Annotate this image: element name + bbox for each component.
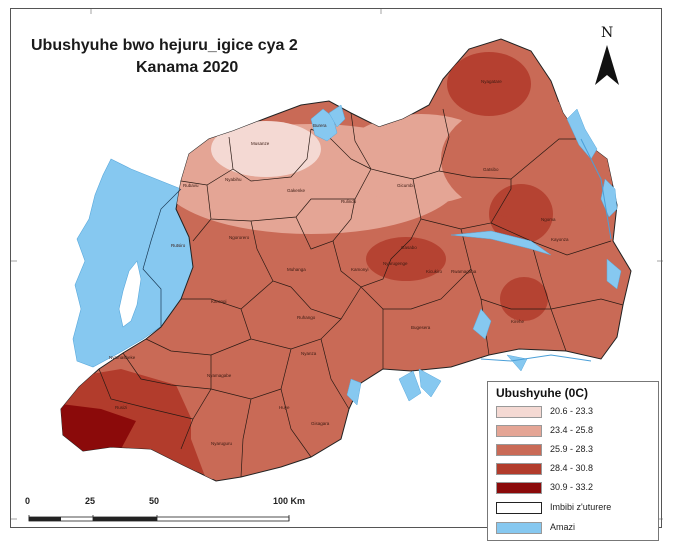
legend-swatch [496,502,542,514]
map-frame: Nyagatare Gatsibo Musanze Burera Nyabihu… [10,8,663,541]
label-rwamagana: Rwamagana [451,269,477,274]
scale-label-25: 25 [85,496,96,506]
lake-shoreline [142,188,182,327]
label-karongi: Karongi [211,299,227,304]
legend-label: 23.4 - 25.8 [550,425,594,435]
label-gicumbi: Gicumbi [397,183,414,188]
legend-item: 20.6 - 23.3 [496,404,656,422]
label-rulindo: Rulindo [341,199,357,204]
legend-swatch [496,522,542,534]
label-gasabo: Gasabo [401,245,417,250]
label-gakenke: Gakenke [287,188,306,193]
label-nyagatare: Nyagatare [481,79,502,84]
label-kamonyi: Kamonyi [351,267,369,272]
legend-label: 25.9 - 28.3 [550,444,594,454]
label-nyanza: Nyanza [301,351,317,356]
legend-item: 23.4 - 25.8 [496,423,656,441]
label-nyamasheke: Nyamasheke [109,355,136,360]
rivers [480,138,612,362]
label-musanze: Musanze [251,141,270,146]
legend-title: Ubushyuhe (0C) [496,386,589,400]
legend-label: Imbibi z'uturere [550,502,612,512]
label-muhanga: Muhanga [287,267,306,272]
legend-label: 28.4 - 30.8 [550,463,594,473]
rwanda-map: Nyagatare Gatsibo Musanze Burera Nyabihu… [11,9,663,522]
legend-item: 30.9 - 33.2 [496,480,656,498]
label-ngororero: Ngororero [229,235,250,240]
label-gatsibo: Gatsibo [483,167,499,172]
label-kirehe: Kirehe [511,319,525,324]
label-nyaruguru: Nyaruguru [211,441,233,446]
label-gisagara: Gisagara [311,421,330,426]
legend-item: Imbibi z'uturere [496,500,656,518]
legend-label: Amazi [550,522,576,532]
label-ngoma-label: Ngoma [541,217,556,222]
north-arrow-icon [595,45,619,85]
north-label: N [601,25,614,41]
label-kayonza: Kayonza [551,237,569,242]
label-kicukiro: Kicukiro [426,269,443,274]
idjwi-island [118,260,142,328]
label-rusizi: Rusizi [115,405,127,410]
label-bugesera: Bugesera [411,325,431,330]
scale-label-0: 0 [25,496,31,506]
legend-swatch [496,425,542,437]
scale-bar [28,515,290,522]
legend-swatch [496,444,542,456]
legend-item: 28.4 - 30.8 [496,461,656,479]
legend-swatch [496,482,542,494]
label-ruhango: Ruhango [297,315,316,320]
legend-label: 30.9 - 33.2 [550,482,594,492]
legend-item: 25.9 - 28.3 [496,442,656,460]
map-subtitle: Kanama 2020 [136,59,239,76]
label-rubavu: Rubavu [183,183,199,188]
district-labels: Nyagatare Gatsibo Musanze Burera Nyabihu… [109,79,569,446]
legend-item: Amazi [496,520,656,538]
legend-swatch [496,406,542,418]
scale-label-100: 100 Km [273,496,306,506]
label-burera: Burera [313,123,327,128]
water-bodies [310,104,622,406]
legend-swatch [496,463,542,475]
legend: Ubushyuhe (0C) 20.6 - 23.3 23.4 - 25.8 2… [487,381,659,541]
label-nyamagabe: Nyamagabe [207,373,232,378]
label-nyarugenge: Nyarugenge [383,261,408,266]
legend-label: 20.6 - 23.3 [550,406,594,416]
label-rutsiro: Rutsiro [171,243,186,248]
scale-label-50: 50 [149,496,160,506]
label-nyabihu: Nyabihu [225,177,242,182]
label-huye: Huye [279,405,290,410]
map-title: Ubushyuhe bwo hejuru_igice cya 2 [31,37,298,54]
